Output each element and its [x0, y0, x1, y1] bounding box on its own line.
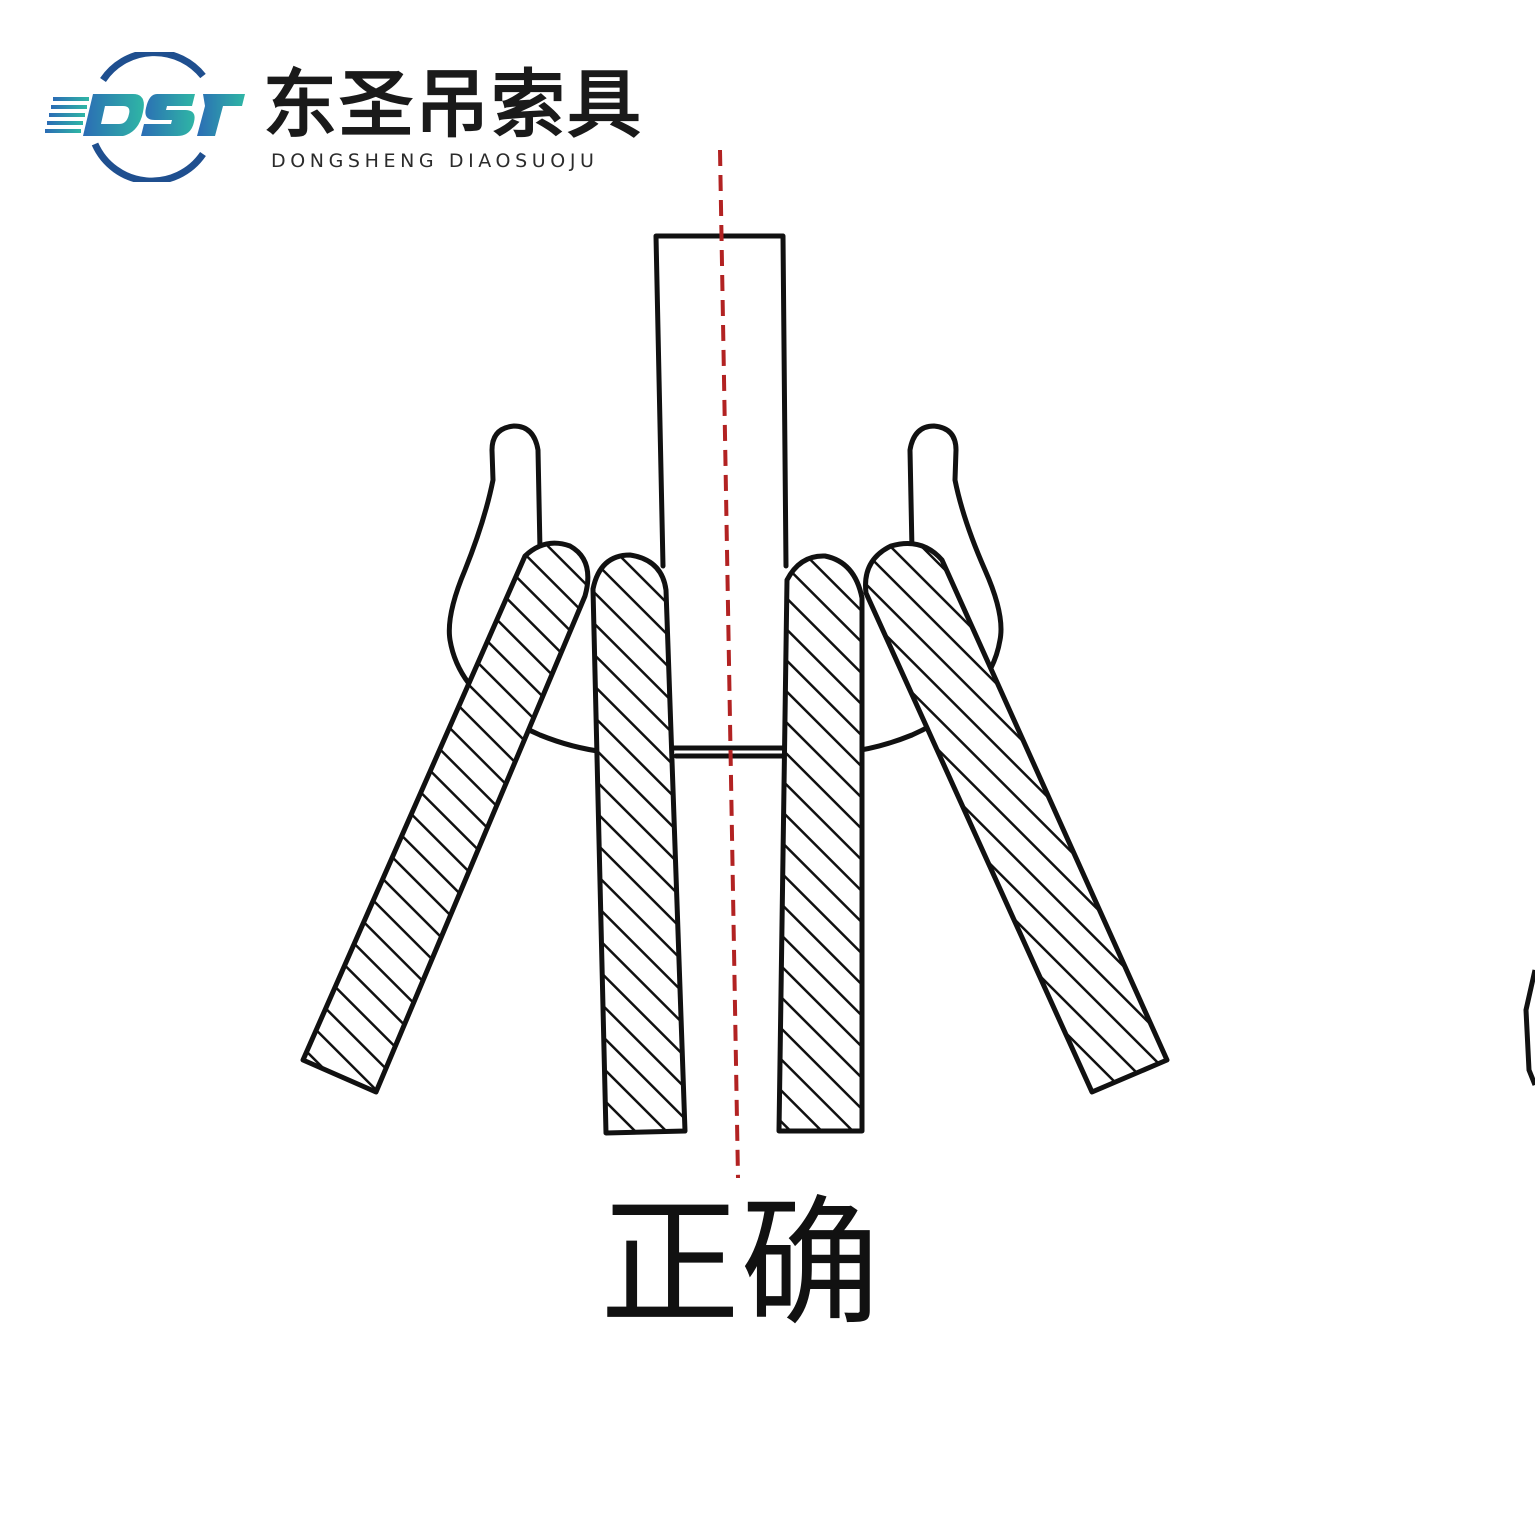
rope-inner-left	[590, 552, 688, 1136]
partial-rope-edge	[1523, 969, 1535, 1086]
center-line	[718, 149, 740, 1179]
rope-outer-left	[300, 540, 591, 1095]
rigging-block	[653, 233, 789, 569]
rope-outer-right	[863, 541, 1170, 1095]
left-hook	[446, 423, 608, 755]
brand-name-en: DONGSHENG DIAOSUOJU	[271, 150, 599, 172]
rope-inner-right	[776, 553, 865, 1134]
logo-mark-icon	[45, 52, 245, 182]
diagram-caption: 正确	[599, 1183, 880, 1346]
brand-logo: 东圣吊索具 DONGSHENG DIAOSUOJU	[45, 52, 665, 182]
right-hook	[845, 423, 1004, 755]
brand-name-cn: 东圣吊索具	[263, 62, 643, 148]
